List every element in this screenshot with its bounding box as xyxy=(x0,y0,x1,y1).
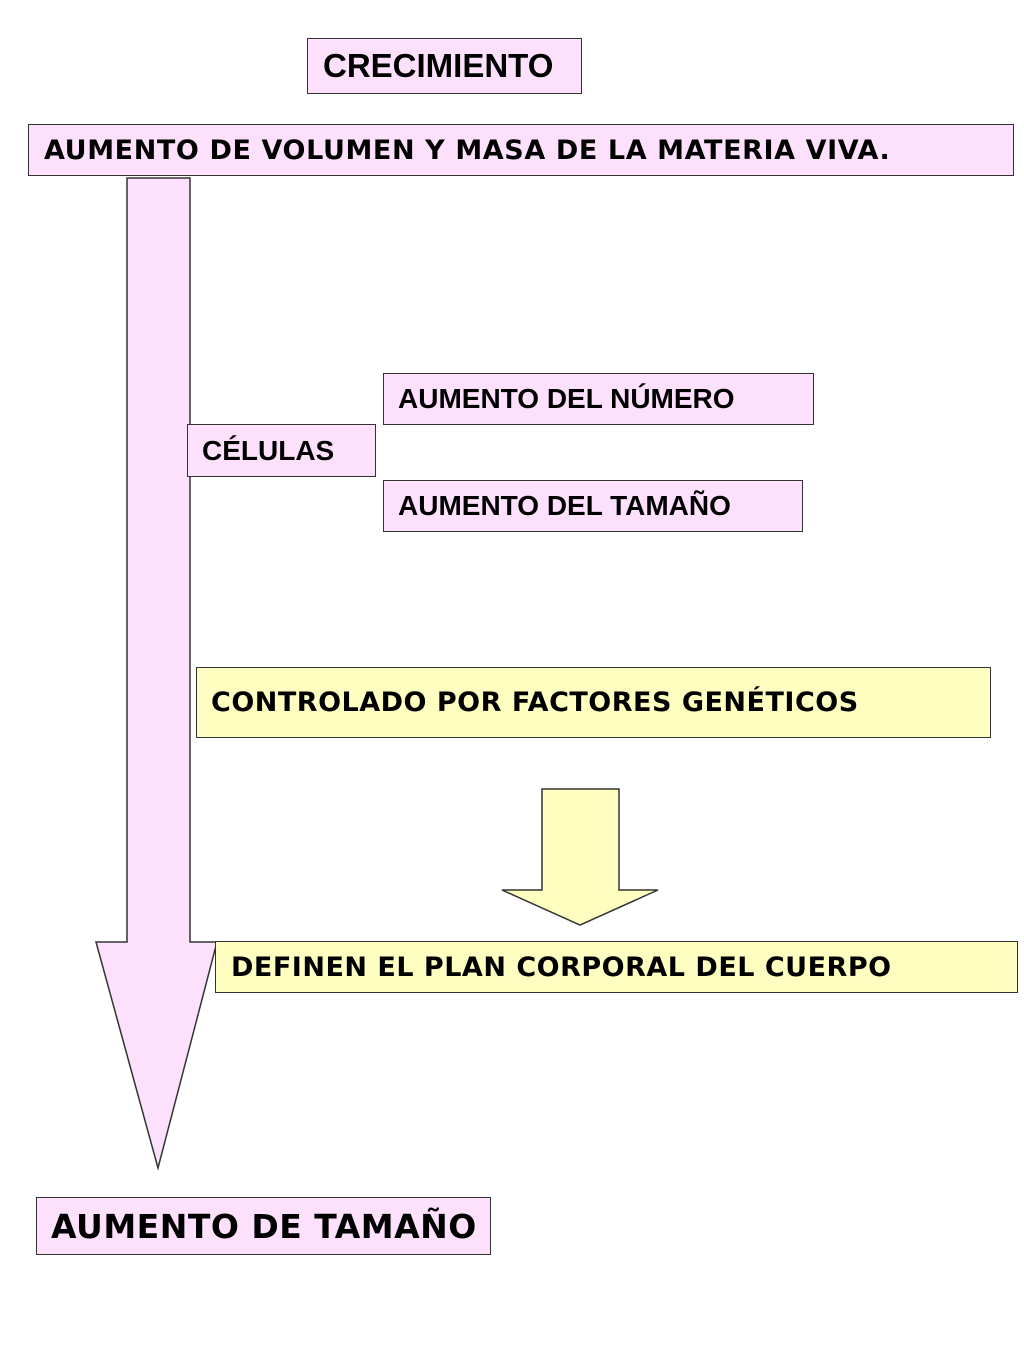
definition-box: AUMENTO DE VOLUMEN Y MASA DE LA MATERIA … xyxy=(28,124,1014,176)
cell-number-text: AUMENTO DEL NÚMERO xyxy=(398,383,735,414)
genetic-control-text: CONTROLADO POR FACTORES GENÉTICOS xyxy=(211,687,859,718)
definition-text: AUMENTO DE VOLUMEN Y MASA DE LA MATERIA … xyxy=(44,134,891,166)
main-down-arrow xyxy=(95,177,218,1171)
title-text: CRECIMIENTO xyxy=(323,47,554,84)
body-plan-box: DEFINEN EL PLAN CORPORAL DEL CUERPO xyxy=(215,941,1018,993)
cells-text: CÉLULAS xyxy=(202,434,335,466)
result-text: AUMENTO DE TAMAÑO xyxy=(51,1206,477,1246)
cells-box: CÉLULAS xyxy=(187,424,376,477)
body-plan-text: DEFINEN EL PLAN CORPORAL DEL CUERPO xyxy=(231,951,892,983)
genetic-control-box: CONTROLADO POR FACTORES GENÉTICOS xyxy=(196,667,991,738)
yellow-down-arrow xyxy=(501,788,659,926)
cell-size-box: AUMENTO DEL TAMAÑO xyxy=(383,480,803,532)
title-box: CRECIMIENTO xyxy=(307,38,582,94)
cell-number-box: AUMENTO DEL NÚMERO xyxy=(383,373,814,425)
cell-size-text: AUMENTO DEL TAMAÑO xyxy=(398,490,731,521)
result-box: AUMENTO DE TAMAÑO xyxy=(36,1197,491,1255)
